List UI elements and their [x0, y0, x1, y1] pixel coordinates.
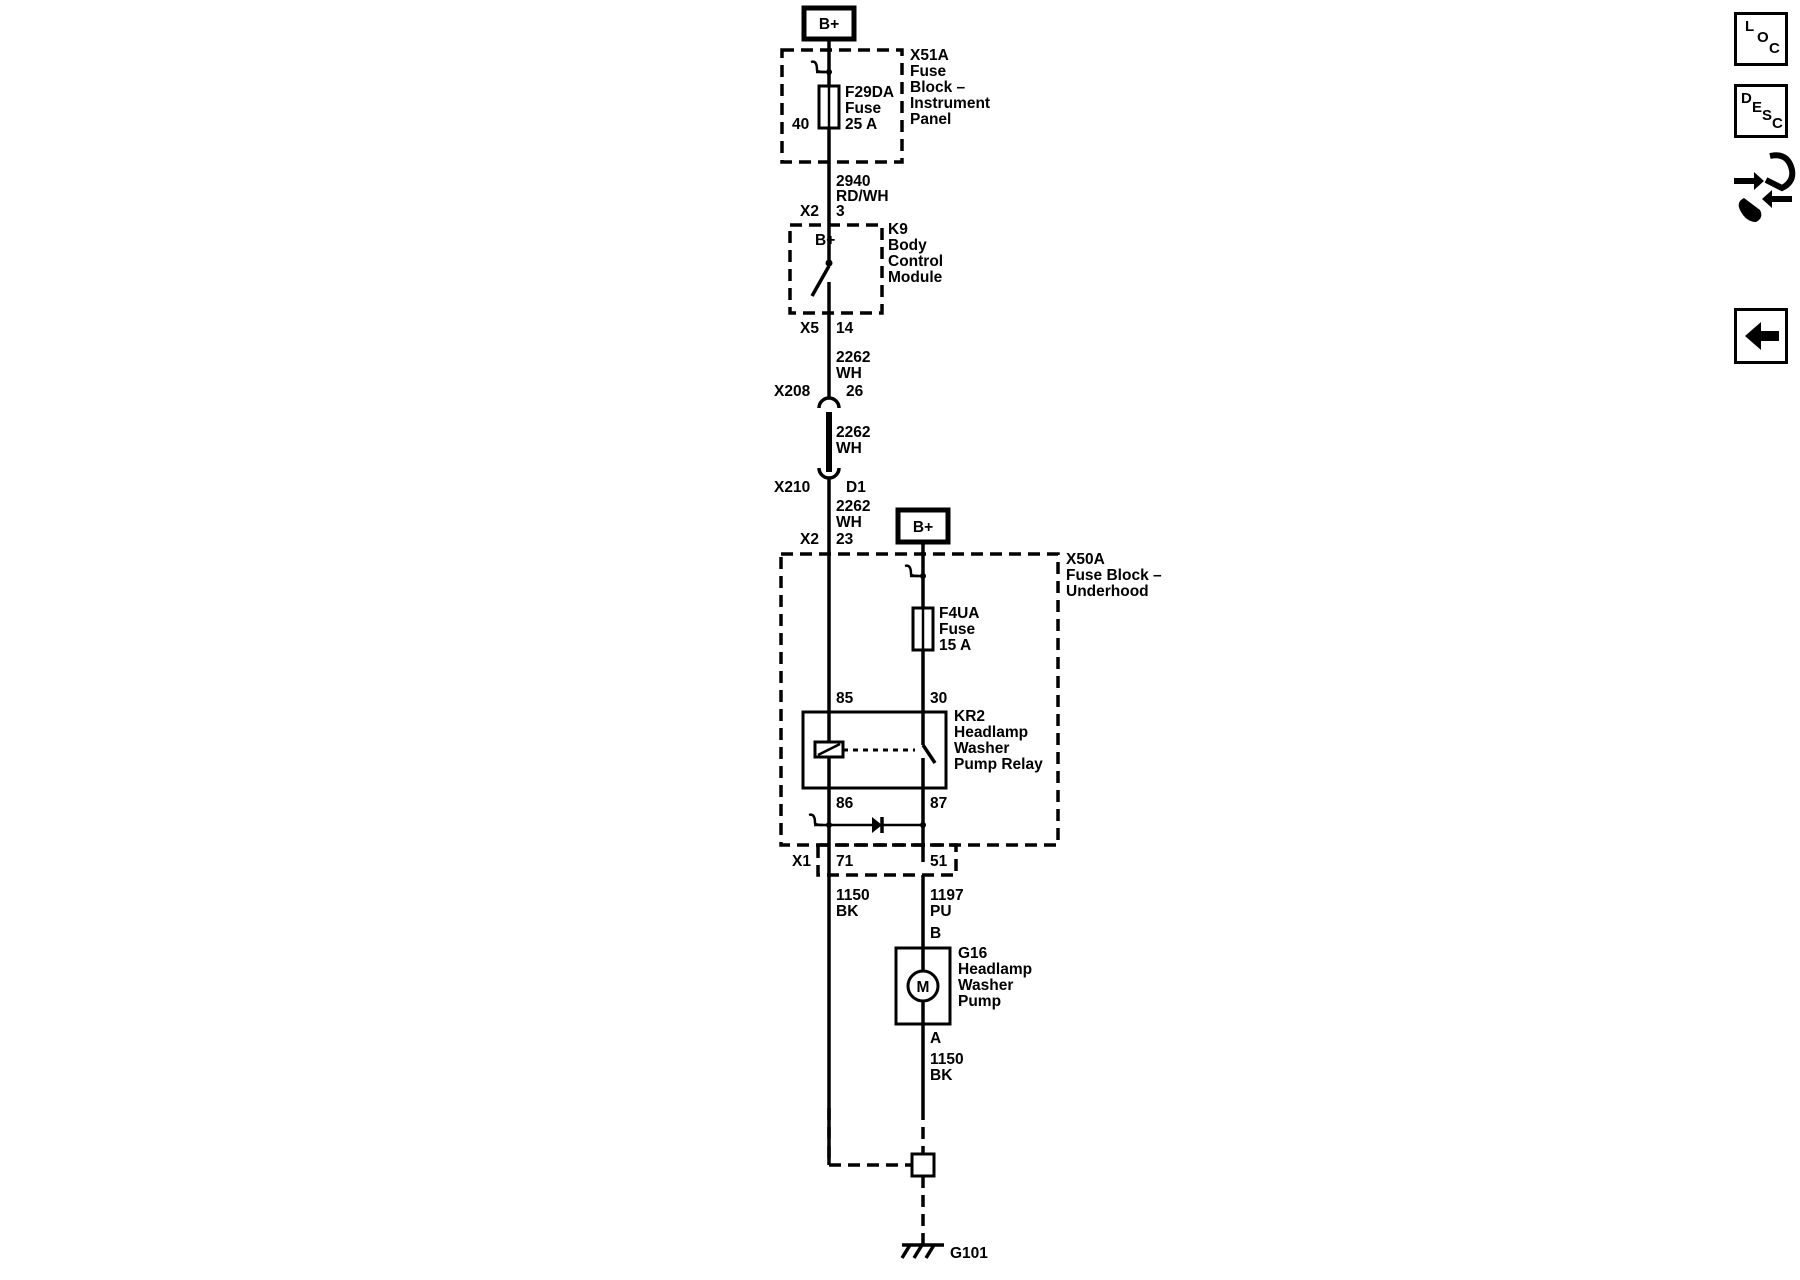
- pin-14: 14: [836, 320, 854, 337]
- description-button[interactable]: D E S C: [1734, 84, 1788, 138]
- pin-b: B: [930, 925, 941, 942]
- fuse-block-x51a: [780, 48, 904, 164]
- diode-symbol: [872, 817, 882, 833]
- x5-label: X5: [800, 320, 819, 337]
- body-control-module-k9: [788, 223, 884, 315]
- wire-1150-a-label: 1150 BK: [836, 887, 874, 920]
- g16-desc: Headlamp Washer Pump: [958, 961, 1036, 1010]
- pin-40: 40: [792, 116, 809, 133]
- pin-85: 85: [836, 690, 854, 707]
- x208-label: X208: [774, 383, 811, 400]
- wrench-arrows-icon: [1734, 152, 1796, 222]
- wire-2940-label: 2940 RD/WH: [836, 173, 889, 205]
- relay-kr2: [801, 710, 948, 790]
- motor-label: M: [917, 979, 930, 996]
- pin-3: 3: [836, 203, 845, 220]
- pin-23: 23: [836, 531, 854, 548]
- f4ua-label: F4UA: [939, 605, 979, 622]
- connector-x208: [817, 396, 841, 409]
- wire-2262-c-label: 2262 WH: [836, 498, 875, 531]
- connector-x1: [816, 843, 958, 877]
- bplus-top-label: B+: [819, 16, 839, 33]
- k9-bplus: B+: [815, 232, 835, 249]
- x210-label: X210: [774, 479, 810, 496]
- relay-contact: [921, 744, 937, 764]
- pin-86: 86: [836, 795, 854, 812]
- x2-mid-label: X2: [800, 531, 819, 548]
- fuse-block-x50a: [779, 552, 1060, 847]
- kr2-label: KR2: [954, 708, 985, 725]
- f29da-desc: Fuse 25 A: [845, 100, 886, 133]
- x51a-label: X51A: [910, 47, 949, 64]
- location-button[interactable]: L O C: [1734, 12, 1788, 66]
- kr2-desc: Headlamp Washer Pump Relay: [954, 724, 1043, 773]
- splice-box: [910, 1152, 936, 1178]
- g16-label: G16: [958, 945, 988, 962]
- wire-2262-b-label: 2262 WH: [836, 424, 875, 457]
- bplus-mid-label: B+: [913, 519, 933, 536]
- k9-label: K9: [888, 221, 908, 238]
- pin-51: 51: [930, 853, 948, 870]
- x1-label: X1: [792, 853, 811, 870]
- x51a-desc: Fuse Block – Instrument Panel: [910, 63, 994, 128]
- f29da-label: F29DA: [845, 84, 894, 101]
- wire-1150-b-label: 1150 BK: [930, 1051, 968, 1084]
- wire-2262-a-label: 2262 WH: [836, 349, 875, 382]
- switch-symbol: [810, 265, 831, 297]
- pin-a: A: [930, 1030, 941, 1047]
- wrench-arrows-button[interactable]: [1730, 150, 1796, 222]
- back-button[interactable]: [1734, 308, 1788, 364]
- pin-d1: D1: [846, 479, 866, 496]
- pin-30: 30: [930, 690, 947, 707]
- ground-symbol: [900, 1243, 944, 1259]
- pin-26: 26: [846, 383, 864, 400]
- f4ua-desc: Fuse 15 A: [939, 621, 980, 654]
- left-arrow-icon: [1745, 322, 1779, 350]
- x50a-label: X50A: [1066, 551, 1105, 568]
- k9-desc: Body Control Module: [888, 237, 947, 286]
- x50a-desc: Fuse Block – Underhood: [1066, 567, 1166, 600]
- x2-top-label: X2: [800, 203, 819, 220]
- terminal-symbol: [810, 60, 826, 74]
- pin-71: 71: [836, 853, 854, 870]
- wire-1197-label: 1197 PU: [930, 887, 968, 920]
- pin-87: 87: [930, 795, 947, 812]
- g101-label: G101: [950, 1245, 988, 1262]
